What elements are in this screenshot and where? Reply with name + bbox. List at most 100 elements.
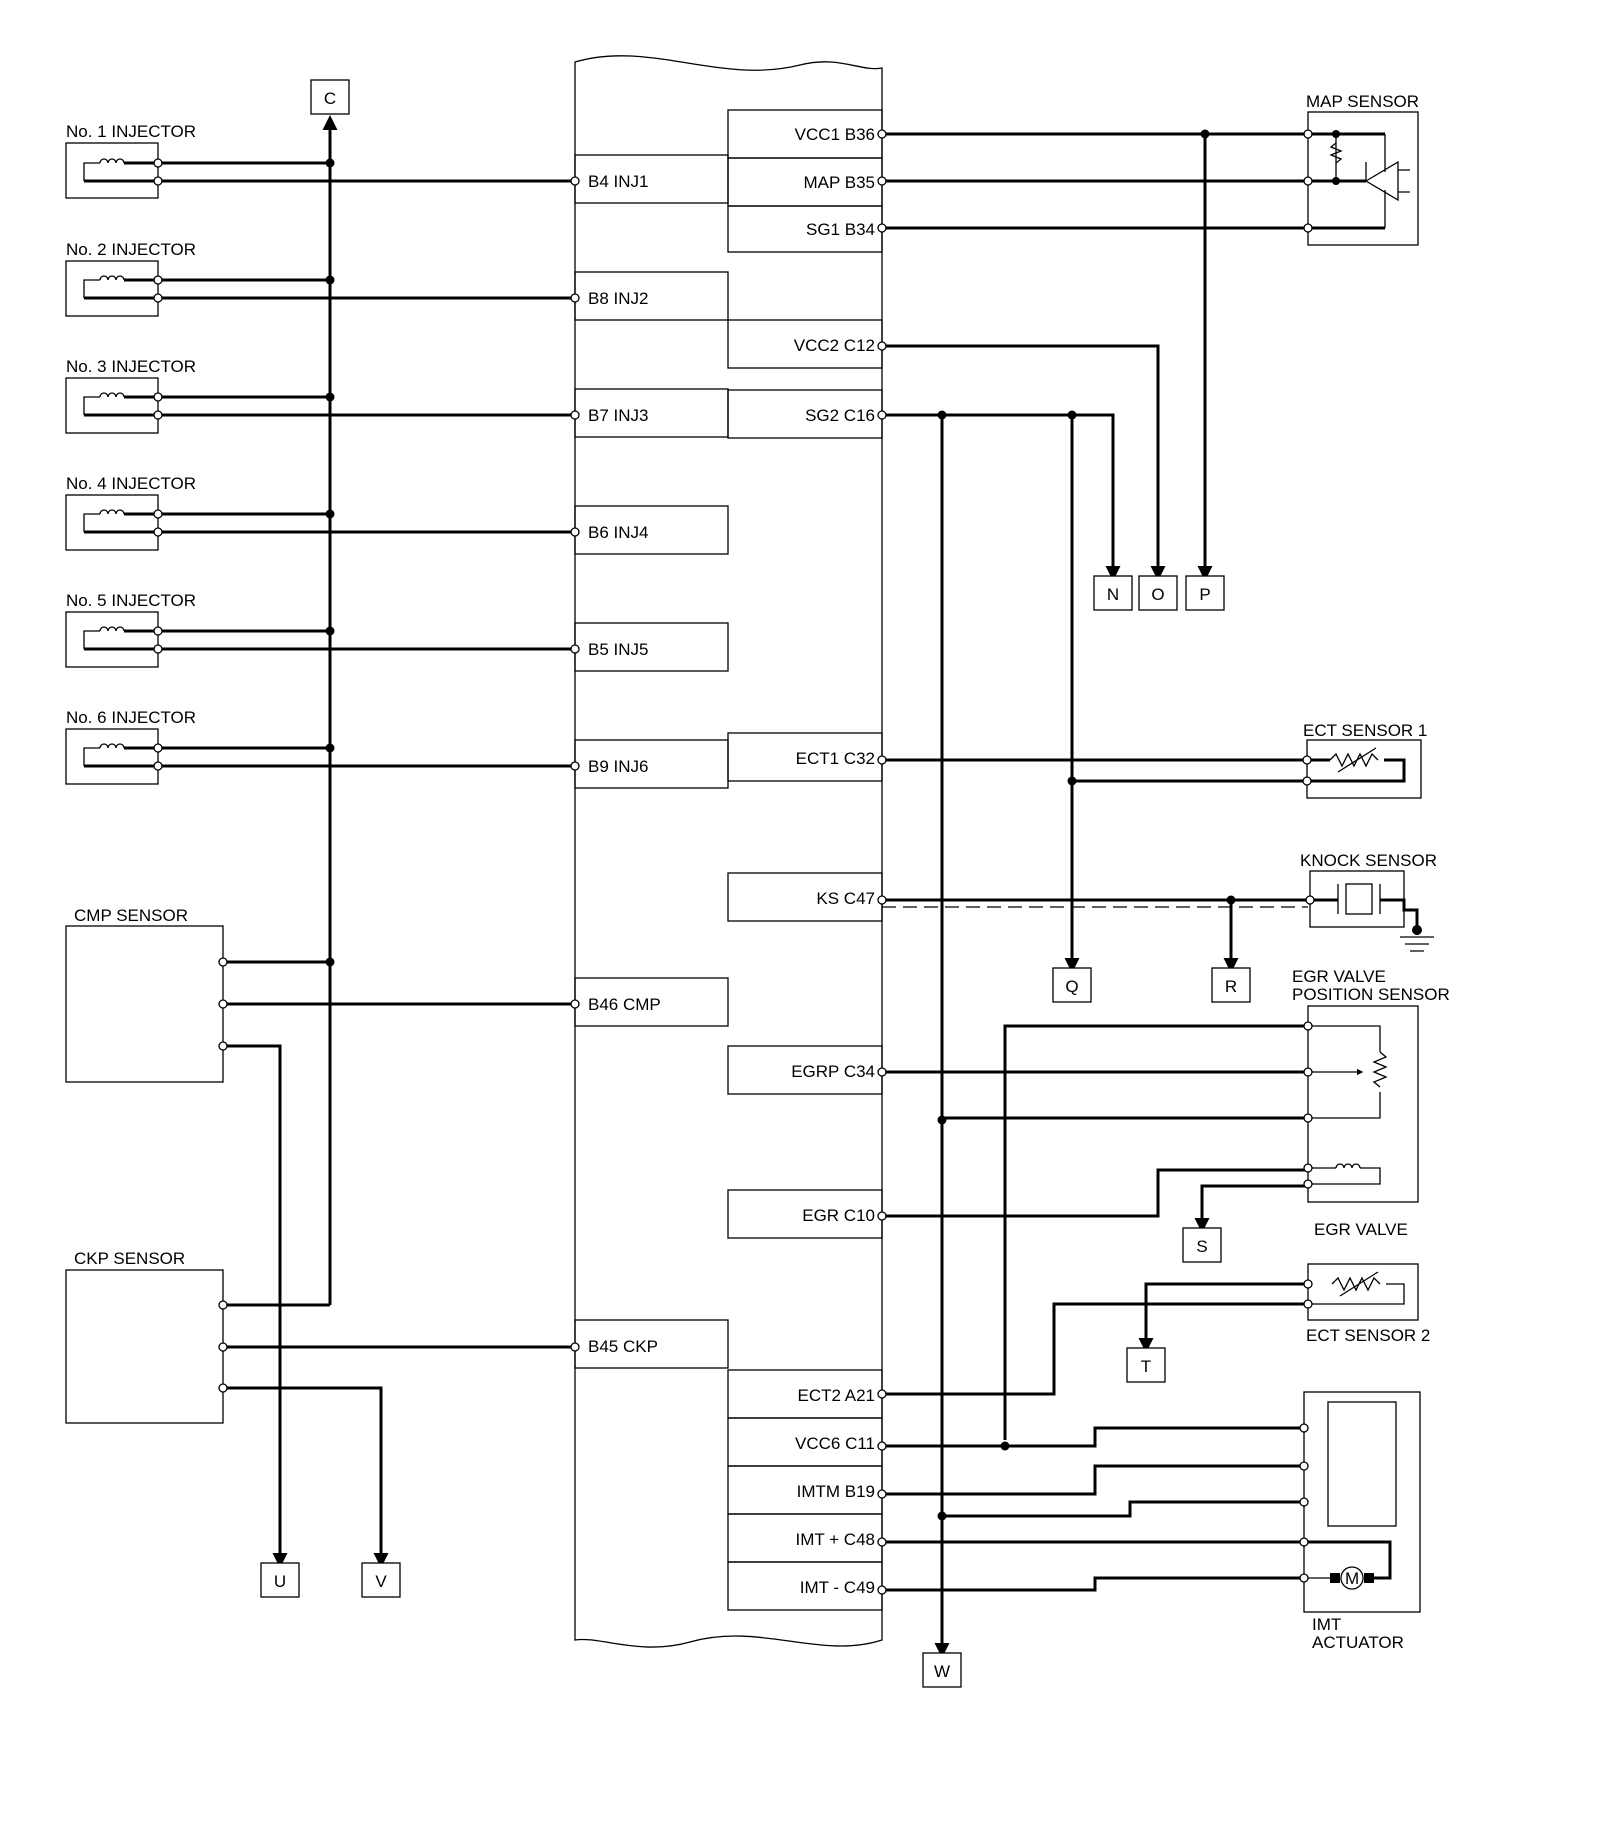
egr-wires xyxy=(882,1024,1311,1440)
ecu-left-pin-labels: B4 INJ1 B8 INJ2 B7 INJ3 B6 INJ4 B5 INJ5 … xyxy=(588,172,661,1356)
pin-b35-label: MAP B35 xyxy=(803,173,875,192)
pin-b7-label: B7 INJ3 xyxy=(588,406,648,425)
injector-1: No. 1 INJECTOR xyxy=(65,122,196,199)
injector-5-label: No. 5 INJECTOR xyxy=(66,591,196,610)
pin-b4-label: B4 INJ1 xyxy=(588,172,648,191)
coil-icon xyxy=(99,275,125,281)
svg-text:N: N xyxy=(1107,585,1119,604)
coil-icon xyxy=(99,158,125,164)
svg-text:V: V xyxy=(375,1572,387,1591)
svg-text:S: S xyxy=(1196,1237,1207,1256)
egr-position-sensor: EGR VALVE POSITION SENSOR EGR VALVE xyxy=(1292,967,1450,1239)
egr-valve-label: EGR VALVE xyxy=(1314,1220,1408,1239)
pin-b8-label: B8 INJ2 xyxy=(588,289,648,308)
connector-s[interactable]: S xyxy=(1182,1227,1222,1263)
pin-c16-label: SG2 C16 xyxy=(805,406,875,425)
pin-c32-label: ECT1 C32 xyxy=(796,749,875,768)
pin-b36-label: VCC1 B36 xyxy=(795,125,875,144)
pin-c47-label: KS C47 xyxy=(816,889,875,908)
imt-wires xyxy=(882,1426,1308,1592)
knock-wires xyxy=(882,895,1310,973)
ect-sensor-2: ECT SENSOR 2 xyxy=(1306,1263,1430,1345)
crystal-icon xyxy=(1345,883,1373,915)
imt-actuator: M IMT ACTUATOR xyxy=(1303,1391,1421,1652)
egr-position-sensor-label-2: POSITION SENSOR xyxy=(1292,985,1450,1004)
ckp-sensor: CKP SENSOR xyxy=(65,1249,224,1424)
connector-r[interactable]: R xyxy=(1211,967,1251,1003)
thermistor-icon xyxy=(1331,1276,1381,1292)
connector-tags: C N O P Q R S T U V W xyxy=(260,79,1251,1688)
connector-n[interactable]: N xyxy=(1093,575,1133,611)
cmp-sensor-label: CMP SENSOR xyxy=(74,906,188,925)
injector-2-label: No. 2 INJECTOR xyxy=(66,240,196,259)
knock-sensor-label: KNOCK SENSOR xyxy=(1300,851,1437,870)
injector-3-label: No. 3 INJECTOR xyxy=(66,357,196,376)
injector-1-label: No. 1 INJECTOR xyxy=(66,122,196,141)
coil-icon xyxy=(99,509,125,515)
injector-4-label: No. 4 INJECTOR xyxy=(66,474,196,493)
connector-o[interactable]: O xyxy=(1138,575,1178,611)
ect-sensor-1: ECT SENSOR 1 xyxy=(1303,721,1427,799)
injector-signal-wires xyxy=(158,179,575,768)
supply-bus xyxy=(158,115,338,1305)
ground-icon xyxy=(1400,936,1434,952)
connector-w[interactable]: W xyxy=(922,1652,962,1688)
injector-5: No. 5 INJECTOR xyxy=(65,591,196,668)
ect-sensor-2-label: ECT SENSOR 2 xyxy=(1306,1326,1430,1345)
pin-c11-label: VCC6 C11 xyxy=(795,1434,875,1453)
svg-text:O: O xyxy=(1151,585,1164,604)
imt-actuator-label-1: IMT xyxy=(1312,1615,1341,1634)
svg-text:C: C xyxy=(324,89,336,108)
cmp-sensor: CMP SENSOR xyxy=(65,906,224,1083)
thermistor-icon xyxy=(1329,752,1379,768)
coil-icon xyxy=(99,626,125,632)
ecu-right-pin-labels: VCC1 B36 MAP B35 SG1 B34 VCC2 C12 SG2 C1… xyxy=(791,125,875,1597)
map-sensor-wires xyxy=(882,129,1385,581)
svg-text:P: P xyxy=(1199,585,1210,604)
imt-actuator-label-2: ACTUATOR xyxy=(1312,1633,1404,1652)
svg-text:R: R xyxy=(1225,977,1237,996)
sg2-ground-bus xyxy=(882,410,1121,1658)
injector-6: No. 6 INJECTOR xyxy=(65,708,196,785)
svg-text:Q: Q xyxy=(1065,977,1078,996)
map-sensor: MAP SENSOR xyxy=(1306,92,1419,246)
pin-b9-label: B9 INJ6 xyxy=(588,757,648,776)
pin-b45-label: B45 CKP xyxy=(588,1337,658,1356)
pin-c10-label: EGR C10 xyxy=(802,1206,875,1225)
crank-cam-wires xyxy=(223,960,575,1568)
pin-c49-label: IMT - C49 xyxy=(800,1578,875,1597)
pin-b19-label: IMTM B19 xyxy=(797,1482,875,1501)
injector-2: No. 2 INJECTOR xyxy=(65,240,196,317)
coil-icon xyxy=(99,392,125,398)
pin-c48-label: IMT + C48 xyxy=(795,1530,875,1549)
svg-text:T: T xyxy=(1141,1357,1151,1376)
ecu-body xyxy=(574,55,883,1648)
map-sensor-label: MAP SENSOR xyxy=(1306,92,1419,111)
egr-position-sensor-label-1: EGR VALVE xyxy=(1292,967,1386,986)
knock-sensor: KNOCK SENSOR xyxy=(1300,851,1437,952)
connector-u[interactable]: U xyxy=(260,1562,300,1598)
motor-icon: M xyxy=(1345,1569,1359,1588)
pin-a21-label: ECT2 A21 xyxy=(798,1386,876,1405)
connector-v[interactable]: V xyxy=(361,1562,401,1598)
ecu-right-pin-boxes xyxy=(727,109,883,1611)
connector-c[interactable]: C xyxy=(310,79,350,115)
ect-1-wires xyxy=(882,758,1330,783)
amplifier-icon xyxy=(1364,160,1399,202)
connector-p[interactable]: P xyxy=(1185,575,1225,611)
injector-6-label: No. 6 INJECTOR xyxy=(66,708,196,727)
potentiometer-icon xyxy=(1372,1051,1388,1088)
connector-q[interactable]: Q xyxy=(1052,967,1092,1003)
ckp-sensor-label: CKP SENSOR xyxy=(74,1249,185,1268)
ect-sensor-1-label: ECT SENSOR 1 xyxy=(1303,721,1427,740)
coil-icon xyxy=(99,743,125,749)
pin-terminals xyxy=(153,129,1315,1595)
svg-text:W: W xyxy=(934,1662,950,1681)
coil-icon xyxy=(1335,1163,1361,1169)
injector-group: No. 1 INJECTOR No. 2 INJECTOR No. 3 INJE… xyxy=(65,122,196,785)
pin-b5-label: B5 INJ5 xyxy=(588,640,648,659)
connector-t[interactable]: T xyxy=(1126,1347,1166,1383)
pin-b6-label: B6 INJ4 xyxy=(588,523,648,542)
pin-b34-label: SG1 B34 xyxy=(806,220,875,239)
